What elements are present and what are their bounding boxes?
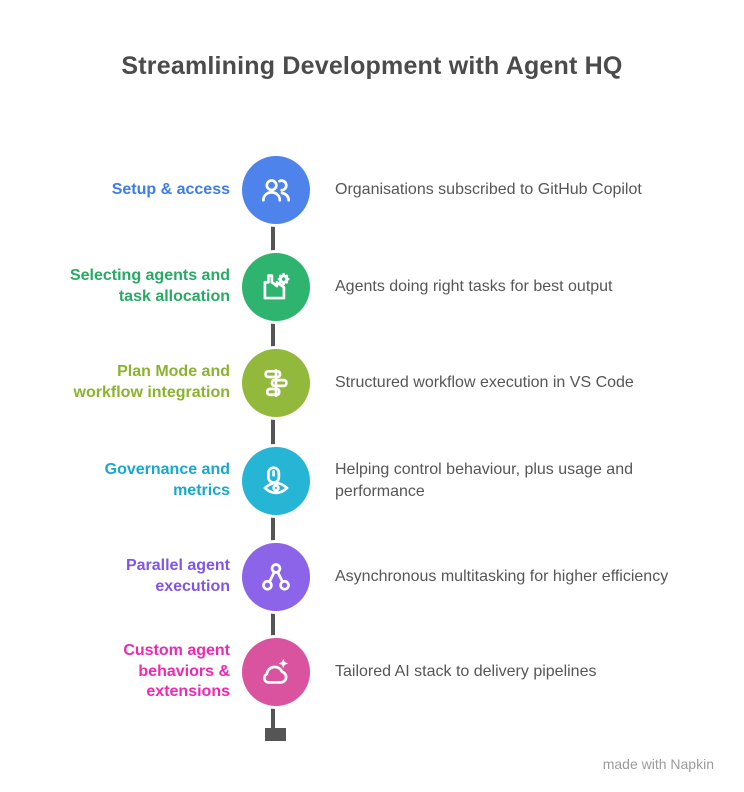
cloud-sparkle-icon bbox=[257, 653, 295, 691]
monitor-eye-icon bbox=[257, 462, 295, 500]
step-label: Plan Mode and workflow integration bbox=[73, 363, 230, 401]
step-label: Setup & access bbox=[111, 180, 230, 198]
people-group-icon bbox=[257, 171, 295, 209]
timeline-step-setup-access: Setup & access Organisations subscribed … bbox=[0, 156, 744, 224]
step-description: Asynchronous multitasking for higher eff… bbox=[335, 568, 669, 586]
timeline-step-custom-agents: Custom agent behaviors & extensions Tail… bbox=[0, 637, 744, 707]
step-circle bbox=[242, 349, 310, 417]
step-label: Custom agent behaviors & extensions bbox=[123, 641, 230, 701]
timeline-step-governance: Governance and metrics Helping control b… bbox=[0, 447, 744, 515]
factory-gear-icon bbox=[257, 268, 295, 306]
page-title: Streamlining Development with Agent HQ bbox=[121, 52, 623, 80]
step-label: Governance and metrics bbox=[104, 461, 230, 499]
step-circle bbox=[242, 253, 310, 321]
step-circle bbox=[242, 447, 310, 515]
step-description: Structured workflow execution in VS Code bbox=[335, 374, 634, 392]
made-with-napkin-watermark: made with Napkin bbox=[602, 756, 714, 772]
timeline-end-square bbox=[265, 728, 286, 741]
network-nodes-icon bbox=[257, 558, 295, 596]
plan-roadmap-icon bbox=[257, 364, 295, 402]
step-circle bbox=[242, 638, 310, 706]
timeline-step-plan-mode: Plan Mode and workflow integration Struc… bbox=[0, 349, 744, 417]
step-circle bbox=[242, 156, 310, 224]
step-label: Selecting agents and task allocation bbox=[69, 267, 230, 305]
step-description: Helping control behaviour, plus usage an… bbox=[335, 461, 633, 500]
step-description: Organisations subscribed to GitHub Copil… bbox=[335, 181, 642, 199]
step-description: Tailored AI stack to delivery pipelines bbox=[335, 663, 597, 681]
step-circle bbox=[242, 543, 310, 611]
step-label: Parallel agent execution bbox=[125, 557, 230, 595]
timeline-step-parallel-execution: Parallel agent execution Asynchronous mu… bbox=[0, 543, 744, 611]
timeline-step-selecting-agents: Selecting agents and task allocation Age… bbox=[0, 253, 744, 321]
step-description: Agents doing right tasks for best output bbox=[335, 278, 613, 296]
